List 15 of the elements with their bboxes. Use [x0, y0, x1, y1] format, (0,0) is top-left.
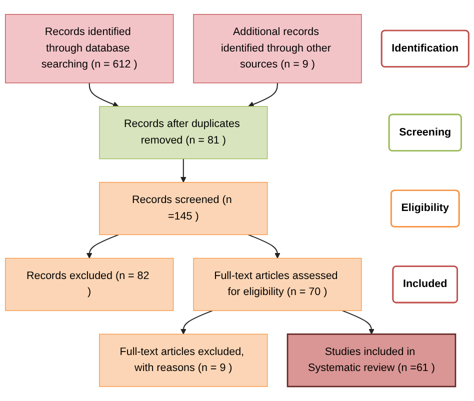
- arrow: [180, 310, 213, 334]
- arrow: [248, 234, 280, 259]
- node-box: Additional records identified through other sources (n = 9 ): [193, 14, 362, 84]
- node-box: Full-text articles excluded, with reasons (n = 9 ): [99, 334, 268, 387]
- node-box: Records after duplicates removed (n = 81 ): [99, 106, 268, 160]
- arrow: [342, 310, 374, 334]
- node-box: Full-text articles assessed for eligibility (n = 70 ): [193, 258, 362, 311]
- node-box: Studies included in Systematic review (n =61 ): [286, 334, 456, 388]
- node-box: Records excluded (n = 82 ): [5, 258, 174, 311]
- node-box: Records screened (n =145 ): [99, 182, 268, 236]
- arrow: [180, 158, 186, 183]
- arrow: [88, 82, 119, 108]
- arrow: [248, 82, 278, 108]
- arrow: [86, 234, 119, 259]
- node-box: Records identified through database searching (n = 612 ): [5, 14, 174, 84]
